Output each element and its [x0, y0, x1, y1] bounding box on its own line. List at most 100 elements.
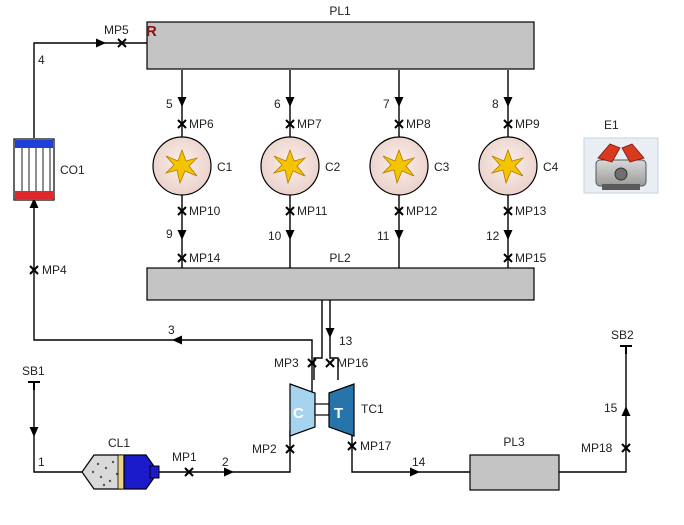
mp14-marker[interactable]: [177, 253, 187, 263]
arrow-3: [172, 335, 182, 345]
spark-icon: [490, 148, 525, 185]
cleaner-cl1[interactable]: [81, 454, 160, 490]
arrow-2: [224, 467, 234, 477]
mp18-label: MP18: [581, 441, 613, 455]
compressor[interactable]: [289, 383, 316, 437]
pipe-label-3: 3: [168, 323, 175, 337]
flow-arrows: [29, 38, 631, 477]
mp1-marker[interactable]: [184, 467, 194, 477]
cylinder-c4[interactable]: [478, 136, 538, 196]
mp15-label: MP15: [515, 251, 547, 265]
mp2-label: MP2: [252, 442, 277, 456]
c2-label: C2: [325, 160, 341, 174]
cylinder-c3[interactable]: [369, 136, 429, 196]
pipe-label-8: 8: [492, 97, 499, 111]
arrow-10: [285, 230, 295, 240]
pipe-label-2: 2: [222, 455, 229, 469]
engine-icon[interactable]: [583, 137, 659, 194]
arrow-5: [177, 97, 187, 107]
pipe-2[interactable]: [158, 430, 291, 473]
boundary-sb2[interactable]: [620, 345, 632, 354]
turbine[interactable]: [328, 383, 355, 437]
arrow-9: [177, 230, 187, 240]
mp16-marker[interactable]: [325, 358, 335, 368]
mp12-label: MP12: [406, 204, 438, 218]
c1-label: C1: [217, 160, 233, 174]
spark-icon: [164, 148, 199, 185]
spark-icon: [381, 148, 416, 185]
arrow-14: [410, 467, 420, 477]
mp15-marker[interactable]: [503, 253, 513, 263]
pipe-label-11: 11: [377, 229, 390, 243]
cylinder-c2[interactable]: [260, 136, 320, 196]
mp16-label: MP16: [337, 356, 369, 370]
c4-label: C4: [543, 160, 559, 174]
pipe-label-1: 1: [38, 455, 45, 469]
pipe-label-15: 15: [604, 401, 618, 415]
cylinder-c1[interactable]: [152, 136, 212, 196]
sb1-label: SB1: [22, 364, 45, 378]
pipe-label-5: 5: [166, 97, 173, 111]
pipe-label-4: 4: [38, 53, 45, 67]
pipe-label-9: 9: [166, 227, 173, 241]
arrow-11: [394, 230, 404, 240]
arrow-4b: [29, 198, 39, 208]
mp9-label: MP9: [515, 117, 540, 131]
turbocharger-tc1[interactable]: [289, 383, 355, 437]
turbine-letter: T: [334, 405, 343, 422]
pipe-4[interactable]: [33, 42, 148, 138]
pipe-label-6: 6: [274, 97, 281, 111]
arrow-6: [285, 97, 295, 107]
arrow-15: [621, 406, 631, 416]
mp9-marker[interactable]: [503, 119, 513, 129]
mp17-label: MP17: [360, 439, 392, 453]
mp2-marker[interactable]: [285, 444, 295, 454]
mp10-marker[interactable]: [177, 206, 187, 216]
mp7-marker[interactable]: [285, 119, 295, 129]
pipe-label-12: 12: [486, 229, 500, 243]
pipe-label-10: 10: [268, 229, 282, 243]
pipe-15[interactable]: [559, 350, 627, 473]
mp3-marker[interactable]: [307, 358, 317, 368]
turbo-label: TC1: [361, 402, 384, 416]
plenum-pl1[interactable]: [146, 21, 535, 70]
mp14-label: MP14: [189, 251, 221, 265]
pipe-1[interactable]: [33, 385, 82, 473]
arrow-13: [325, 328, 335, 338]
mp13-label: MP13: [515, 204, 547, 218]
pipe-label-14: 14: [412, 455, 426, 469]
c3-label: C3: [434, 160, 450, 174]
engine-label: E1: [604, 118, 619, 132]
mp4-marker[interactable]: [29, 265, 39, 275]
mp5-marker[interactable]: [117, 38, 127, 48]
mp8-marker[interactable]: [394, 119, 404, 129]
plenum-pl3[interactable]: [469, 454, 560, 491]
measure-points: MP1 MP2 MP3 MP4 MP5 MP6 MP7 MP8 MP9 MP10…: [29, 23, 631, 477]
cooler-co1[interactable]: [13, 138, 55, 201]
mp13-marker[interactable]: [503, 206, 513, 216]
mp11-marker[interactable]: [285, 206, 295, 216]
mp18-marker[interactable]: [621, 443, 631, 453]
plenum-pl2[interactable]: [146, 267, 535, 301]
mp8-label: MP8: [406, 117, 431, 131]
mp7-label: MP7: [297, 117, 322, 131]
cooler-label: CO1: [60, 163, 85, 177]
mp17-marker[interactable]: [347, 441, 357, 451]
arrow-12: [503, 230, 513, 240]
mp12-marker[interactable]: [394, 206, 404, 216]
mp11-label: MP11: [297, 204, 328, 218]
cleaner-label: CL1: [108, 436, 130, 450]
sb2-label: SB2: [611, 328, 634, 342]
spark-icon: [272, 148, 307, 185]
mp6-marker[interactable]: [177, 119, 187, 129]
arrow-1: [29, 427, 39, 437]
pl1-label: PL1: [329, 4, 351, 18]
mp3-label: MP3: [274, 356, 299, 370]
compressor-letter: C: [293, 405, 304, 422]
arrow-4: [96, 38, 106, 48]
arrow-7: [394, 97, 404, 107]
arrow-8: [503, 97, 513, 107]
boundary-sb1[interactable]: [28, 381, 40, 390]
pipe-14[interactable]: [351, 430, 470, 473]
